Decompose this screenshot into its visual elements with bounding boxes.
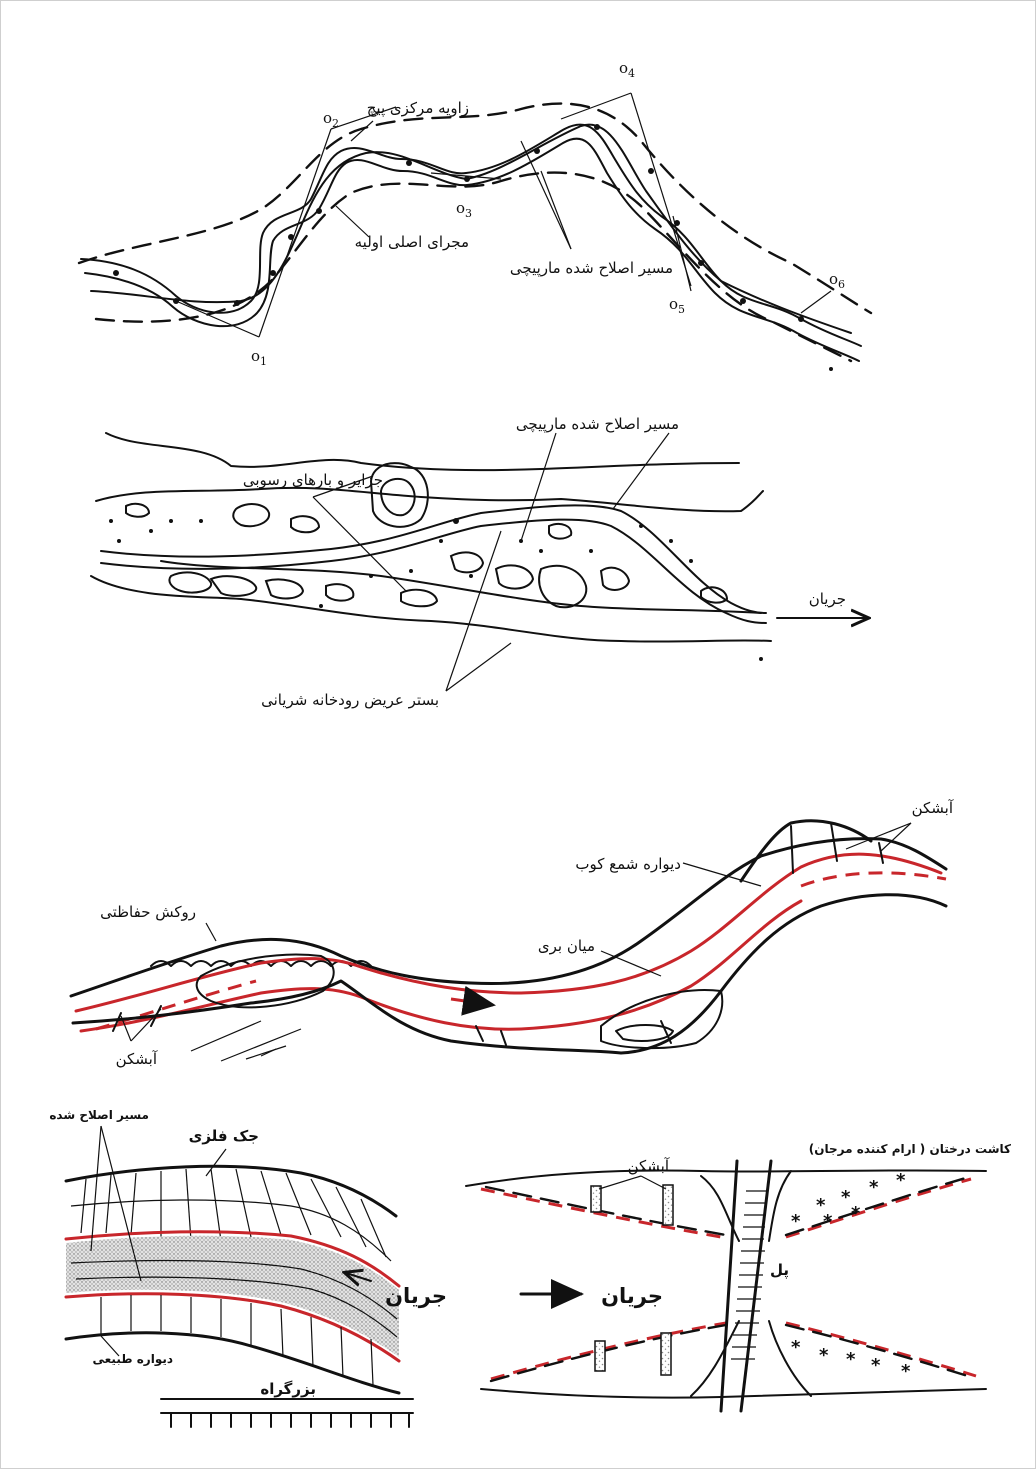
fig2-label-islands: جزایر و بارهای رسوبی (243, 471, 383, 489)
fig3-leader-cover (206, 923, 216, 941)
fig1-station-dots (113, 124, 833, 371)
fig2-label-flow: جریان (809, 590, 846, 608)
fig2-leader-corrected-b (613, 433, 669, 509)
fig2-corrected-channel-b (101, 520, 766, 623)
fig2-lower-inner-bank (161, 561, 761, 613)
fig1-tangent-o4a (561, 93, 631, 119)
fig3-red-channel-a (76, 854, 941, 1011)
fig2-lower-bank (91, 576, 771, 642)
fig5-lower-left-dashed-guide (491, 1325, 726, 1381)
svg-text:*: * (819, 1345, 829, 1366)
fig3-label-mid-bar: میان بری (538, 937, 595, 955)
fig4-label-jack: جک فلزی (189, 1127, 259, 1145)
fig4-leader-corrected-b (91, 1126, 101, 1251)
fig1-point-o4: o4 (619, 59, 635, 80)
fig5-label-flow: جریان (601, 1284, 663, 1308)
figure-5-bridge: *** *** *** *** آبشکن کاشت درختان ( ارام… (466, 1142, 1011, 1411)
fig3-breakwater-ticks (113, 823, 883, 1045)
svg-text:*: * (869, 1177, 879, 1198)
fig1-radius-o1 (259, 129, 331, 337)
fig3-flow-arrow (451, 999, 493, 1005)
fig1-point-o3: o3 (456, 199, 472, 220)
fig5-bridge-rail-left (721, 1161, 737, 1411)
fig1-radius-o5 (673, 216, 691, 291)
fig2-leader-bed-b (446, 643, 511, 691)
fig3-label-sheet-pile: دیواره شمع کوب (575, 855, 681, 873)
fig1-upper-dashed-boundary (79, 104, 871, 313)
fig5-label-bridge: پل (770, 1261, 789, 1280)
fig1-point-o1: o1 (251, 347, 267, 368)
fig5-leader-breakwater-b (641, 1176, 666, 1189)
fig1-lower-dashed-boundary (96, 173, 851, 361)
fig4-label-highway: بزرگراه (260, 1380, 316, 1398)
fig1-radius-o4 (631, 93, 691, 286)
fig2-upper-inner-bank (96, 488, 763, 511)
fig5-abutment-upper (701, 1171, 791, 1241)
fig3-label-breakwater-top: آبشکن (912, 799, 954, 817)
fig2-label-corrected-route: مسیر اصلاح شده مارپیچی (516, 415, 679, 434)
figure-3-protection: آبشکن دیواره شمع کوب روکش حفاظتی میان بر… (71, 799, 954, 1068)
fig5-bridge-rail-right (741, 1161, 771, 1411)
svg-text:*: * (841, 1187, 851, 1208)
fig3-label-breakwater-bottom: آبشکن (116, 1050, 158, 1068)
fig5-top-bank (466, 1170, 986, 1186)
fig1-leader-corrected-a (521, 141, 571, 249)
fig3-bank-hatch (191, 1021, 301, 1061)
svg-text:*: * (791, 1337, 801, 1358)
svg-text:*: * (851, 1203, 861, 1224)
svg-text:*: * (791, 1211, 801, 1232)
fig5-tree-marks: *** *** *** *** (791, 1170, 911, 1382)
fig5-upper-right-red-guide (786, 1179, 971, 1237)
fig1-point-o6: o6 (829, 270, 845, 291)
fig1-point-o5: o5 (669, 295, 685, 316)
fig4-label-corrected: مسیر اصلاح شده (49, 1108, 149, 1122)
fig5-bottom-bank (481, 1389, 986, 1398)
fig2-upper-bank (106, 433, 739, 470)
fig2-label-bed: بستر عریض رودخانه شریانی (261, 691, 439, 709)
svg-text:*: * (901, 1361, 911, 1382)
figure-1-meander: o1 o2 o3 o4 o5 o6 زاویه مرکزی پیچ مجرای … (79, 59, 871, 371)
fig3-breakwater-bump (741, 821, 871, 881)
fig3-leader-mid-bar (601, 951, 661, 976)
fig4-label-flow: جریان (385, 1284, 447, 1308)
fig4-highway-supports (171, 1413, 409, 1427)
fig5-label-breakwater: آبشکن (628, 1157, 670, 1175)
fig5-upper-dashed-guide (486, 1187, 726, 1235)
svg-text:*: * (846, 1349, 856, 1370)
fig1-point-o2: o2 (323, 109, 339, 130)
svg-text:*: * (896, 1170, 906, 1191)
fig4-label-natural-wall: دیواره طبیعی (93, 1352, 173, 1367)
fig3-label-protective-cover: روکش حفاظتی (100, 903, 196, 921)
fig2-leader-islands-a (313, 497, 406, 591)
fig1-label-central-angle: زاویه مرکزی پیچ (367, 99, 469, 118)
fig1-tangent-o6 (801, 291, 831, 313)
figure-4-jacks: مسیر اصلاح شده جک فلزی جریان دیواره طبیع… (49, 1108, 447, 1427)
fig1-label-original-channel: مجرای اصلی اولیه (355, 233, 469, 251)
fig1-leader-corrected-b (541, 171, 571, 249)
fig4-leader-jack (206, 1149, 226, 1176)
fig5-label-trees: کاشت درختان ( ارام کننده مرجان) (809, 1142, 1011, 1157)
svg-text:*: * (871, 1355, 881, 1376)
fig2-sediment-islands (126, 463, 727, 607)
fig1-label-corrected-route: مسیر اصلاح شده مارپیچی (510, 259, 673, 278)
figure-2-braided: مسیر اصلاح شده مارپیچی جزایر و بارهای رس… (91, 415, 867, 709)
svg-text:*: * (823, 1211, 833, 1232)
fig5-leader-breakwater-a (599, 1176, 641, 1189)
